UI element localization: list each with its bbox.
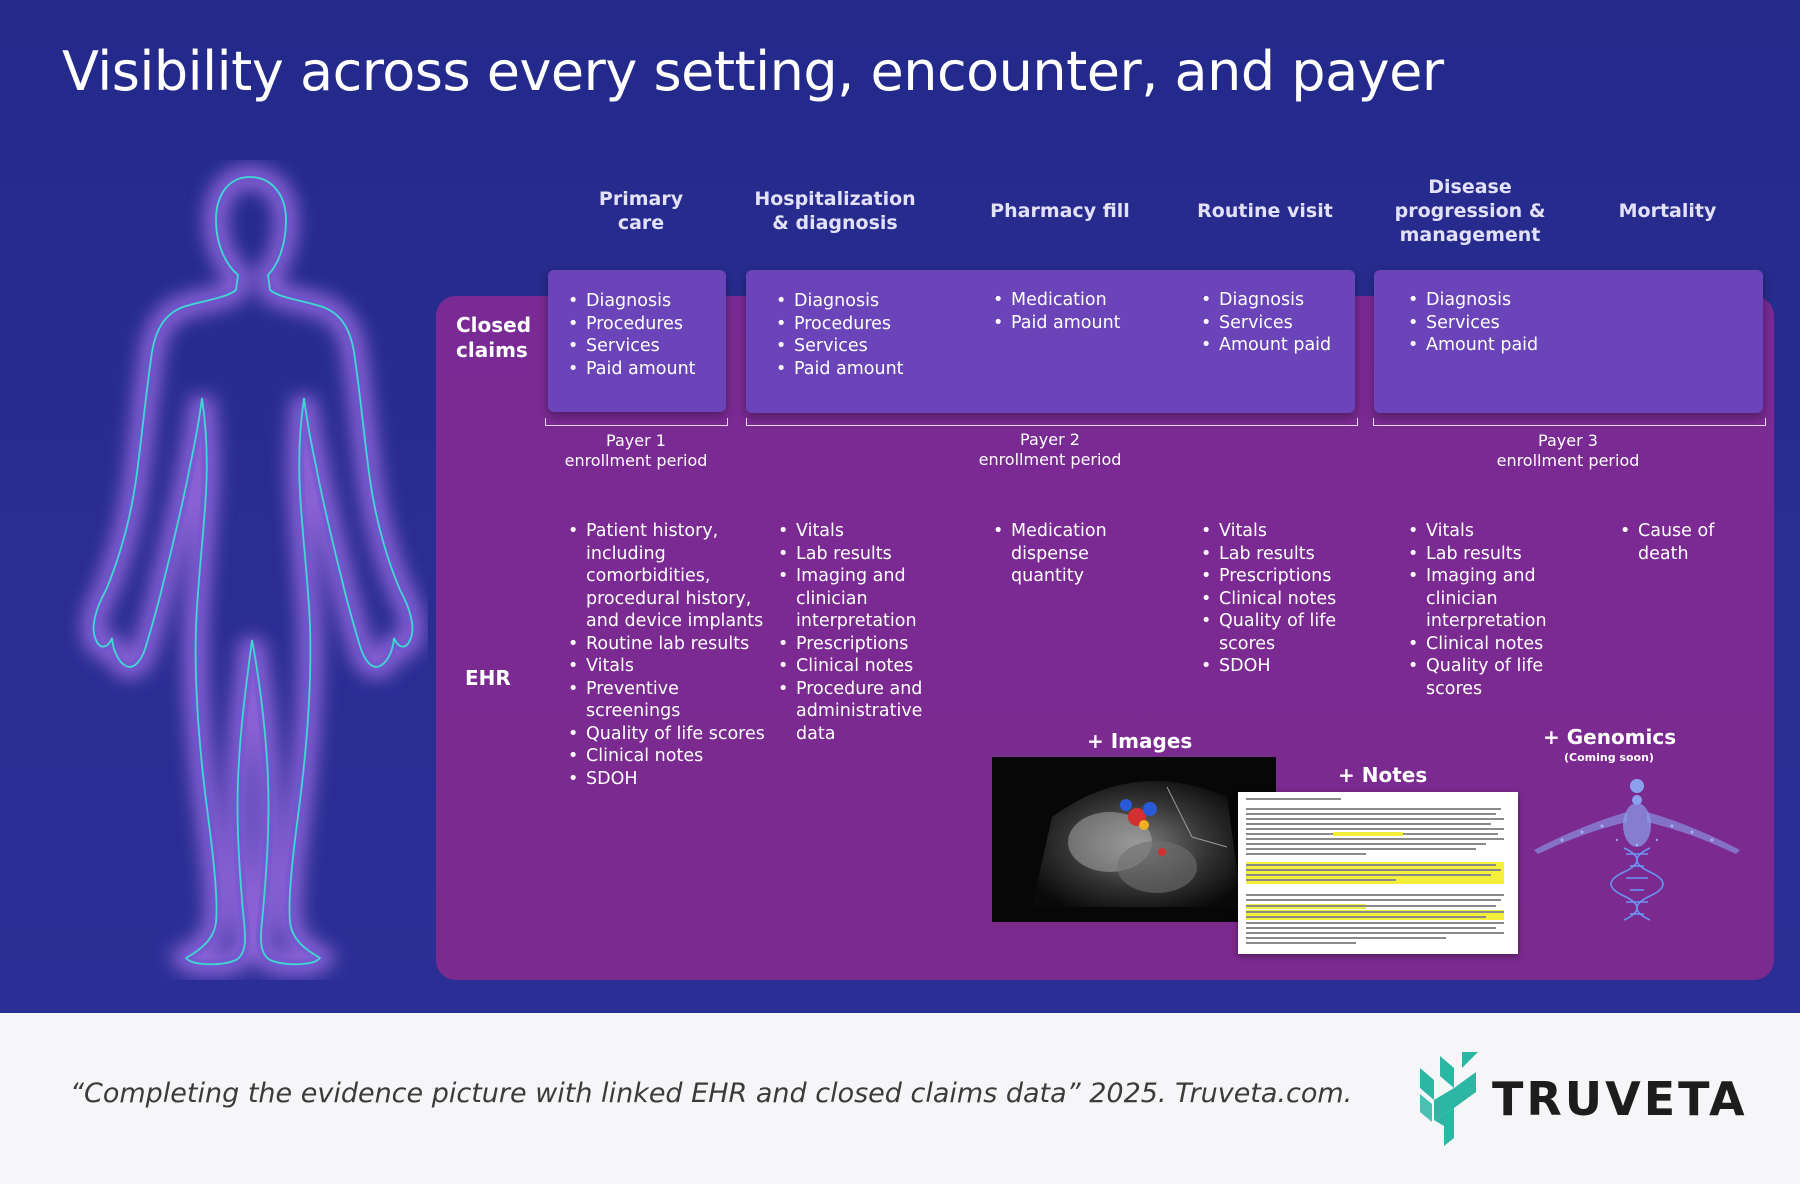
column-header-routine-visit: Routine visit bbox=[1197, 200, 1333, 222]
list-item: Lab results bbox=[778, 543, 958, 566]
claims-list-hospitalization: Diagnosis Procedures Services Paid amoun… bbox=[776, 290, 946, 380]
ehr-list-hospitalization: Vitals Lab results Imaging andcliniciani… bbox=[778, 520, 958, 745]
list-item: Services bbox=[1408, 312, 1578, 335]
ultrasound-image bbox=[992, 757, 1276, 922]
list-item: Clinical notes bbox=[568, 745, 768, 768]
dna-figure-icon bbox=[1534, 779, 1740, 921]
list-item: SDOH bbox=[1201, 655, 1371, 678]
coming-soon-note: (Coming soon) bbox=[1564, 751, 1654, 764]
list-item: Vitals bbox=[568, 655, 768, 678]
column-header-hospitalization: Hospitalization& diagnosis bbox=[754, 188, 916, 234]
images-label: + Images bbox=[1087, 729, 1193, 753]
list-item: Diagnosis bbox=[1201, 289, 1361, 312]
list-item: Procedures bbox=[568, 313, 728, 336]
ehr-list-primary-care: Patient history,includingcomorbidities,p… bbox=[568, 520, 768, 790]
list-item: Prescriptions bbox=[778, 633, 958, 656]
human-figure-icon bbox=[48, 160, 428, 980]
payer-1-bracket bbox=[545, 418, 728, 426]
list-item: Paid amount bbox=[776, 358, 946, 381]
column-header-mortality: Mortality bbox=[1618, 200, 1717, 222]
list-item: Clinical notes bbox=[778, 655, 958, 678]
list-item: Lab results bbox=[1201, 543, 1371, 566]
list-item: Paid amount bbox=[568, 358, 728, 381]
ehr-list-routine-visit: Vitals Lab results Prescriptions Clinica… bbox=[1201, 520, 1371, 678]
list-item: Medication bbox=[993, 289, 1163, 312]
payer-2-bracket bbox=[746, 418, 1358, 426]
claims-list-routine-visit: Diagnosis Services Amount paid bbox=[1201, 289, 1361, 357]
claims-list-disease: Diagnosis Services Amount paid bbox=[1408, 289, 1578, 357]
list-item: Amount paid bbox=[1408, 334, 1578, 357]
list-item: Quality of life scores bbox=[568, 723, 768, 746]
list-item: Diagnosis bbox=[568, 290, 728, 313]
list-item: Procedures bbox=[776, 313, 946, 336]
footer: “Completing the evidence picture with li… bbox=[0, 1013, 1800, 1184]
page-title: Visibility across every setting, encount… bbox=[62, 40, 1444, 103]
list-item: SDOH bbox=[568, 768, 768, 791]
list-item: Vitals bbox=[778, 520, 958, 543]
list-item: Prescriptions bbox=[1201, 565, 1371, 588]
ultrasound-icon bbox=[1032, 781, 1242, 907]
document-text-icon bbox=[1246, 798, 1504, 944]
clinical-note-document bbox=[1238, 792, 1518, 954]
list-item: Routine lab results bbox=[568, 633, 768, 656]
brand-wordmark: TRUVETA bbox=[1492, 1072, 1748, 1126]
column-header-pharmacy-fill: Pharmacy fill bbox=[990, 200, 1130, 222]
notes-label: + Notes bbox=[1338, 763, 1428, 787]
ehr-list-disease: Vitals Lab results Imaging andcliniciani… bbox=[1408, 520, 1578, 700]
list-item: Services bbox=[1201, 312, 1361, 335]
citation: “Completing the evidence picture with li… bbox=[70, 1078, 1353, 1109]
list-item: Vitals bbox=[1408, 520, 1578, 543]
slide-body: Visibility across every setting, encount… bbox=[0, 0, 1800, 1013]
list-item: Vitals bbox=[1201, 520, 1371, 543]
list-item: Diagnosis bbox=[776, 290, 946, 313]
list-item: Lab results bbox=[1408, 543, 1578, 566]
list-item: Clinical notes bbox=[1408, 633, 1578, 656]
row-label-ehr: EHR bbox=[465, 666, 511, 690]
list-item: Amount paid bbox=[1201, 334, 1361, 357]
truveta-logo-icon bbox=[1420, 1052, 1478, 1146]
claims-list-pharmacy: Medication Paid amount bbox=[993, 289, 1163, 334]
list-item: Services bbox=[568, 335, 728, 358]
genomics-label: + Genomics bbox=[1543, 725, 1677, 749]
list-item: Diagnosis bbox=[1408, 289, 1578, 312]
list-item: Patient history,includingcomorbidities,p… bbox=[568, 520, 768, 633]
list-item: Clinical notes bbox=[1201, 588, 1371, 611]
list-item: Services bbox=[776, 335, 946, 358]
list-item: Paid amount bbox=[993, 312, 1163, 335]
payer-3-bracket bbox=[1373, 418, 1766, 426]
claims-list-primary-care: Diagnosis Procedures Services Paid amoun… bbox=[568, 290, 728, 380]
